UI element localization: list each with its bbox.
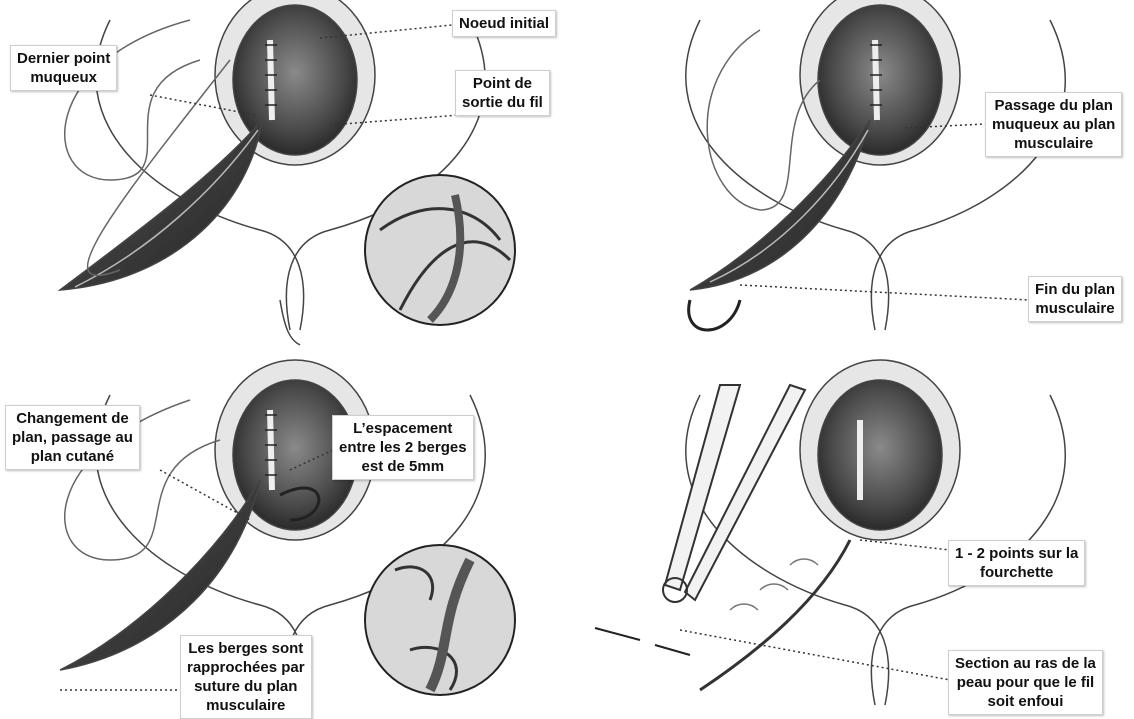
label-points-fourchette: 1 - 2 points sur la fourchette <box>948 540 1085 586</box>
label-point-de-sortie: Point de sortie du fil <box>455 70 550 116</box>
label-noeud-initial: Noeud initial <box>452 10 556 37</box>
label-dernier-point-muqueux: Dernier point muqueux <box>10 45 117 91</box>
panel-top-right <box>686 0 1065 330</box>
panel-top-left <box>60 0 515 345</box>
forceps-icon <box>663 385 805 602</box>
label-section-au-ras: Section au ras de la peau pour que le fi… <box>948 650 1103 715</box>
label-berges-rapprochees: Les berges sont rapprochées par suture d… <box>180 635 312 719</box>
label-fin-du-plan: Fin du plan musculaire <box>1028 276 1122 322</box>
label-espacement: L’espacement entre les 2 berges est de 5… <box>332 415 474 480</box>
label-passage-du-plan: Passage du plan muqueux au plan musculai… <box>985 92 1122 157</box>
arrow-left-icon <box>595 628 640 640</box>
label-changement-de-plan: Changement de plan, passage au plan cuta… <box>5 405 140 470</box>
arrow-right-icon <box>655 645 690 655</box>
